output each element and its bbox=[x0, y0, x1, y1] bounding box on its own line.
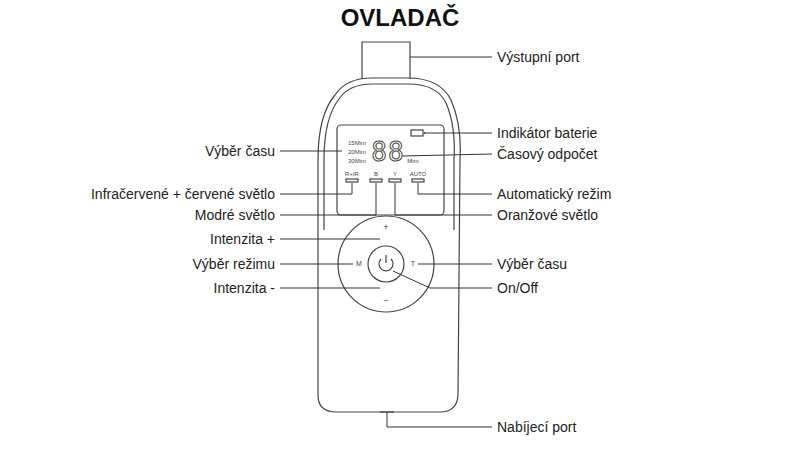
battery-tip bbox=[424, 132, 425, 134]
callout-label: Modré světlo bbox=[195, 207, 275, 223]
mode-label: R+IR bbox=[345, 171, 359, 178]
callout-label: Výběr režimu bbox=[193, 256, 275, 272]
button-symbol: M bbox=[356, 260, 362, 268]
indicator-y bbox=[389, 179, 401, 182]
leader-line bbox=[280, 183, 376, 215]
leader-line bbox=[410, 57, 492, 58]
power-icon bbox=[379, 255, 393, 271]
callout-label: Intenzita - bbox=[214, 280, 275, 296]
button-symbol: + bbox=[383, 222, 388, 232]
callout-label: Indikátor baterie bbox=[497, 125, 597, 141]
leader-line bbox=[425, 133, 492, 134]
leader-line bbox=[387, 412, 492, 427]
controller-body bbox=[318, 78, 460, 412]
time-unit: Mim bbox=[407, 158, 418, 165]
callout-label: On/Off bbox=[497, 280, 538, 296]
callout-label: Intenzita + bbox=[210, 231, 275, 247]
leader-line bbox=[280, 183, 352, 194]
indicator-b bbox=[370, 179, 382, 182]
leader-line bbox=[402, 154, 492, 156]
battery-icon bbox=[411, 130, 423, 136]
callout-label: Nabíjecí port bbox=[497, 419, 576, 435]
callout-label: Infračervené + červené světlo bbox=[91, 186, 275, 202]
time-option: 30Mim bbox=[348, 158, 366, 165]
callout-label: Výběr času bbox=[205, 143, 275, 159]
callout-label: Oranžové světlo bbox=[497, 207, 598, 223]
button-symbol: T bbox=[411, 260, 415, 268]
leader-line bbox=[393, 271, 492, 288]
button-symbol: − bbox=[383, 295, 388, 305]
mode-label: B bbox=[374, 171, 378, 178]
leader-line bbox=[280, 151, 342, 152]
callout-label: Výstupní port bbox=[497, 49, 580, 65]
callout-label: Automatický režim bbox=[497, 186, 611, 202]
callout-label: Výběr času bbox=[497, 256, 567, 272]
power-button bbox=[368, 246, 404, 282]
callout-label: Časový odpočet bbox=[497, 146, 597, 162]
indicator-rir bbox=[346, 179, 358, 182]
leader-line bbox=[418, 183, 492, 194]
indicator-auto bbox=[412, 179, 424, 182]
leader-line bbox=[395, 183, 492, 215]
body-inner-contour bbox=[324, 84, 454, 230]
screen bbox=[337, 125, 444, 215]
leader-line bbox=[280, 239, 380, 240]
time-option: 20Mim bbox=[348, 149, 366, 156]
leader-line bbox=[280, 264, 353, 265]
diagram-title: OVLADAČ bbox=[341, 4, 460, 32]
time-option: 15Mim bbox=[348, 140, 366, 147]
mode-label: AUTO bbox=[410, 171, 427, 178]
mode-label: Y bbox=[393, 171, 397, 178]
output-port bbox=[362, 42, 410, 79]
leader-line bbox=[418, 264, 492, 265]
countdown-digits: 88 bbox=[371, 138, 404, 168]
leader-line bbox=[280, 288, 380, 289]
